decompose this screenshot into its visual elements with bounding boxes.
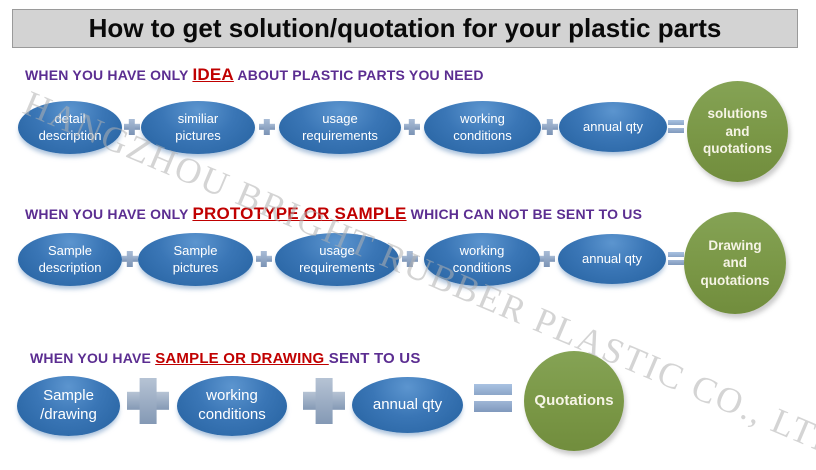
row2-step-ellipse-4: working conditions [424, 233, 540, 286]
plus-icon [303, 378, 345, 424]
row3-step-label-3: annual qty [372, 395, 443, 413]
row2-heading-highlight: PROTOTYPE OR SAMPLE [192, 204, 407, 223]
plus-icon [259, 119, 275, 135]
page-title: How to get solution/quotation for your p… [88, 13, 722, 43]
row3-result-circle: Quotations [524, 351, 624, 451]
row2-step-ellipse-5: annual qty [558, 234, 666, 284]
row3-step-label-2: working conditions [198, 387, 266, 423]
plus-icon [542, 119, 558, 135]
row2-step-ellipse-3: usage requirements [275, 233, 399, 286]
row1-step-ellipse-1: detail description [18, 101, 122, 154]
row1-step-ellipse-3: usage requirements [279, 101, 401, 154]
row1-step-label-2: similiar pictures [175, 111, 221, 143]
row3-step-ellipse-3: annual qty [352, 377, 463, 433]
row2-step-label-4: working conditions [452, 243, 512, 275]
plus-icon [404, 119, 420, 135]
row2-result-circle: Drawing and quotations [684, 212, 786, 314]
row1-heading-suffix: ABOUT PLASTIC PARTS YOU NEED [233, 67, 484, 83]
row2-step-ellipse-1: Sample description [18, 233, 122, 286]
row2-step-label-2: Sample pictures [172, 243, 219, 275]
row3-result-label: Quotations [534, 392, 614, 410]
row2-heading: WHEN YOU HAVE ONLY PROTOTYPE OR SAMPLE W… [25, 204, 642, 224]
row2-step-label-3: usage requirements [299, 243, 375, 275]
row1-step-label-1: detail description [38, 111, 102, 143]
row2-step-label-5: annual qty [582, 250, 642, 266]
plus-icon [124, 119, 140, 135]
row3-step-label-1: Sample /drawing [40, 387, 97, 423]
row1-heading: WHEN YOU HAVE ONLY IDEA ABOUT PLASTIC PA… [25, 65, 484, 85]
row1-step-ellipse-4: working conditions [424, 101, 541, 154]
row3-step-ellipse-2: working conditions [177, 376, 287, 436]
equals-icon [668, 120, 684, 133]
row1-step-label-5: annual qty [583, 118, 643, 134]
plus-icon [402, 251, 418, 267]
row1-step-ellipse-2: similiar pictures [141, 101, 255, 154]
plus-icon [256, 251, 272, 267]
row3-heading-prefix: WHEN YOU HAVE [30, 350, 156, 366]
row2-result-label: Drawing and quotations [700, 237, 770, 288]
row1-step-label-4: working conditions [453, 111, 512, 143]
row1-result-circle: solutions and quotations [687, 81, 788, 182]
row2-heading-prefix: WHEN YOU HAVE ONLY [25, 206, 193, 222]
row2-heading-suffix: WHICH CAN NOT BE SENT TO US [406, 206, 643, 222]
row2-step-label-1: Sample description [38, 243, 102, 275]
row3-heading: WHEN YOU HAVE SAMPLE OR DRAWING SENT TO … [30, 350, 421, 367]
plus-icon [539, 251, 555, 267]
row1-step-label-3: usage requirements [302, 111, 378, 143]
row3-step-ellipse-1: Sample /drawing [17, 376, 120, 436]
row3-heading-highlight: SAMPLE OR DRAWING [155, 350, 329, 367]
row1-step-ellipse-5: annual qty [559, 102, 667, 152]
row2-step-ellipse-2: Sample pictures [138, 233, 253, 286]
equals-icon [668, 252, 684, 265]
plus-icon [127, 378, 169, 424]
row1-heading-highlight: IDEA [192, 65, 234, 84]
equals-icon [474, 384, 512, 412]
row3-heading-suffix: SENT TO US [328, 350, 421, 367]
row1-result-label: solutions and quotations [703, 106, 772, 157]
row1-heading-prefix: WHEN YOU HAVE ONLY [25, 67, 193, 83]
plus-icon [122, 251, 138, 267]
title-bar: How to get solution/quotation for your p… [12, 9, 798, 48]
